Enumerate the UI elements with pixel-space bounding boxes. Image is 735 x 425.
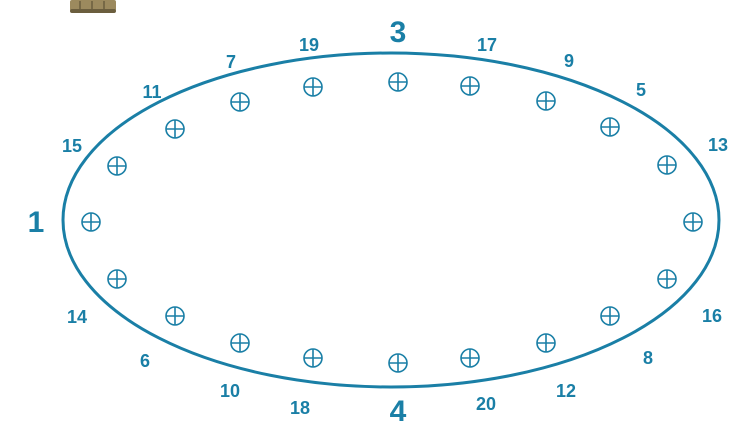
sequence-label-13: 13 — [708, 135, 728, 155]
sequence-label-10: 10 — [220, 381, 240, 401]
bolt-hole-marker-icon — [230, 92, 250, 112]
sequence-label-5: 5 — [636, 80, 646, 100]
bolt-hole-marker-icon — [107, 269, 127, 289]
sequence-label-9: 9 — [564, 51, 574, 71]
bolt-hole-marker-icon — [303, 348, 323, 368]
bolt-hole-marker-icon — [165, 119, 185, 139]
bolt-hole-marker-icon — [536, 91, 556, 111]
sequence-label-7: 7 — [226, 52, 236, 72]
sequence-label-8: 8 — [643, 348, 653, 368]
bolt-hole-marker-icon — [657, 155, 677, 175]
bolt-hole-marker-icon — [165, 306, 185, 326]
bolt-hole-marker-icon — [657, 269, 677, 289]
sequence-label-18: 18 — [290, 398, 310, 418]
bolt-hole-marker-icon — [460, 76, 480, 96]
bolt-hole-marker-icon — [388, 72, 408, 92]
flange-outline — [61, 51, 721, 389]
sequence-label-4: 4 — [390, 395, 407, 425]
sequence-label-12: 12 — [556, 381, 576, 401]
sequence-label-3: 3 — [390, 16, 407, 49]
sequence-label-15: 15 — [62, 136, 82, 156]
bolt-hole-marker-icon — [600, 306, 620, 326]
bolt-hole-markers — [81, 72, 703, 373]
bolt-hole-marker-icon — [460, 348, 480, 368]
sequence-label-1: 1 — [28, 206, 45, 239]
sequence-label-14: 14 — [67, 307, 87, 327]
bolt-hole-marker-icon — [81, 212, 101, 232]
sequence-label-19: 19 — [299, 35, 319, 55]
sequence-label-16: 16 — [702, 306, 722, 326]
bolt-hole-marker-icon — [107, 156, 127, 176]
bolt-hole-marker-icon — [303, 77, 323, 97]
sequence-label-11: 11 — [142, 82, 161, 102]
bolt-hole-marker-icon — [536, 333, 556, 353]
sequence-label-17: 17 — [477, 35, 497, 55]
sequence-labels: 1 3 4 19 17 7 9 11 5 15 13 14 16 6 8 10 … — [28, 16, 728, 425]
bolt-hole-marker-icon — [230, 333, 250, 353]
sequence-label-6: 6 — [140, 351, 150, 371]
bolt-hole-marker-icon — [388, 353, 408, 373]
bolt-thread-icon — [70, 0, 116, 13]
bolt-hole-marker-icon — [600, 117, 620, 137]
bolt-hole-marker-icon — [683, 212, 703, 232]
sequence-label-20: 20 — [476, 394, 496, 414]
